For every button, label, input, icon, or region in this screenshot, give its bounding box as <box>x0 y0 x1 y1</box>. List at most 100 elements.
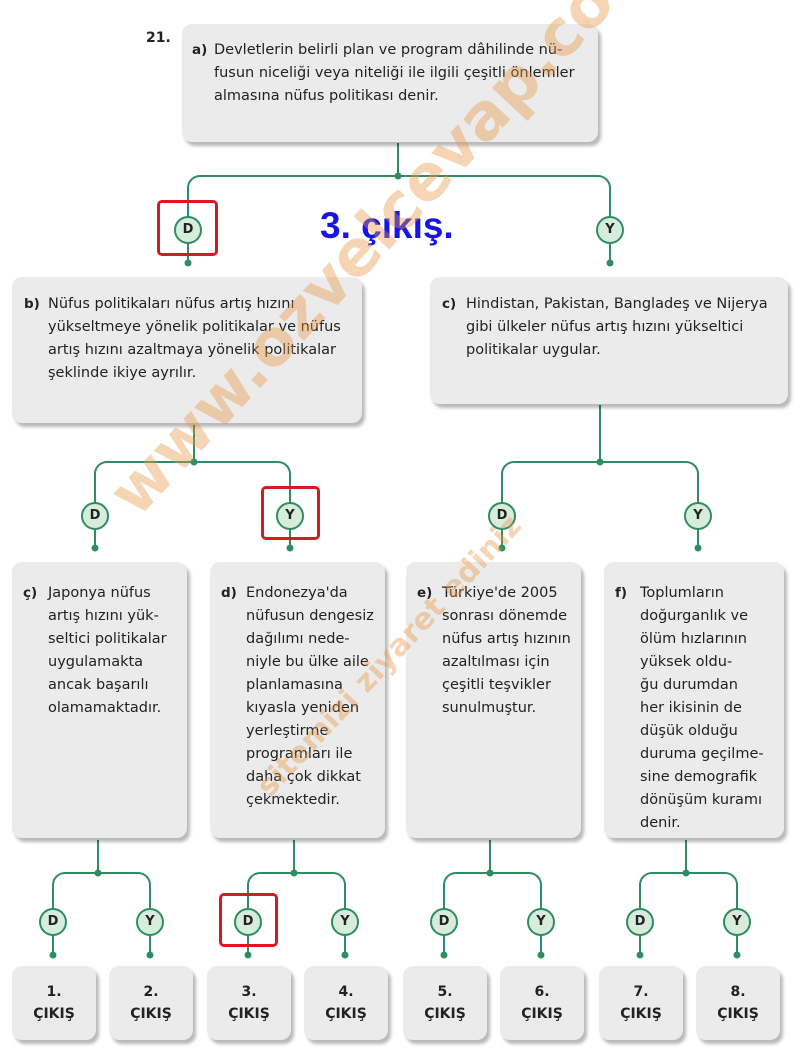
node-e-true: D <box>430 908 458 936</box>
statement-a-text: Devletlerin belirli plan ve program dâhi… <box>214 39 575 108</box>
exit-word: ÇIKIŞ <box>130 1006 172 1022</box>
exit-word: ÇIKIŞ <box>228 1006 270 1022</box>
statement-line: seltici politikalar <box>48 631 167 647</box>
exit-2: 2. ÇIKIŞ <box>109 966 193 1040</box>
node-c-cedilla-true: D <box>39 908 67 936</box>
statement-b-letter: b) <box>24 296 40 312</box>
statement-f-letter: f) <box>615 585 628 601</box>
question-number: 21. <box>146 30 171 46</box>
statement-line: nüfus artış hızının <box>442 631 571 647</box>
exit-word: ÇIKIŞ <box>325 1006 367 1022</box>
statement-line: sonrası dönemde <box>442 608 568 624</box>
statement-c-text: Hindistan, Pakistan, Bangladeş ve Nijery… <box>466 293 768 362</box>
node-e-false: Y <box>527 908 555 936</box>
statement-b-line: Nüfus politikaları nüfus artış hızını <box>48 296 295 312</box>
statement-line: düşük olduğu <box>640 723 738 739</box>
statement-line: dağılımı nede- <box>246 631 350 647</box>
statement-a-line: fusun niceliği veya niteliği ile ilgili … <box>214 65 575 81</box>
node-b-false: Y <box>276 502 304 530</box>
statement-line: niyle bu ülke aile <box>246 654 369 670</box>
statement-line: Endonezya'da <box>246 585 348 601</box>
exit-word: ÇIKIŞ <box>521 1006 563 1022</box>
statement-line: programları ile <box>246 746 353 762</box>
exit-8: 8. ÇIKIŞ <box>696 966 780 1040</box>
result-answer: 3. çıkış. <box>320 205 454 246</box>
exit-word: ÇIKIŞ <box>717 1006 759 1022</box>
statement-line: denir. <box>640 815 681 831</box>
statement-c-line: Hindistan, Pakistan, Bangladeş ve Nijery… <box>466 296 768 312</box>
statement-line: planlamasına <box>246 677 343 693</box>
statement-line: her ikisinin de <box>640 700 742 716</box>
statement-b-line: yükseltmeye yönelik politikalar ve nüfus <box>48 319 341 335</box>
statement-c-box: c) Hindistan, Pakistan, Bangladeş ve Nij… <box>430 277 788 404</box>
statement-line: daha çok dikkat <box>246 769 361 785</box>
exit-word: ÇIKIŞ <box>620 1006 662 1022</box>
statement-d-text: Endonezya'da nüfusun dengesiz dağılımı n… <box>246 582 374 812</box>
statement-line: yerleştirme <box>246 723 329 739</box>
statement-b-text: Nüfus politikaları nüfus artış hızını yü… <box>48 293 341 385</box>
node-d-true: D <box>234 908 262 936</box>
node-b-true: D <box>81 502 109 530</box>
statement-b-box: b) Nüfus politikaları nüfus artış hızını… <box>12 277 362 423</box>
statement-e-text: Türkiye'de 2005 sonrası dönemde nüfus ar… <box>442 582 571 720</box>
statement-line: yüksek oldu- <box>640 654 733 670</box>
node-a-true: D <box>174 216 202 244</box>
statement-line: azaltılması için <box>442 654 550 670</box>
statement-e-box: e) Türkiye'de 2005 sonrası dönemde nüfus… <box>406 562 581 838</box>
exit-4: 4. ÇIKIŞ <box>304 966 388 1040</box>
statement-line: Toplumların <box>640 585 724 601</box>
statement-d-letter: d) <box>221 585 237 601</box>
node-c-true: D <box>488 502 516 530</box>
statement-b-line: şeklinde ikiye ayrılır. <box>48 365 197 381</box>
statement-c-cedilla-box: ç) Japonya nüfus artış hızını yük- selti… <box>12 562 187 838</box>
exit-5: 5. ÇIKIŞ <box>403 966 487 1040</box>
answer-highlight-a <box>157 200 218 256</box>
answer-highlight-b <box>261 486 320 540</box>
statement-f-box: f) Toplumların doğurganlık ve ölüm hızla… <box>604 562 784 838</box>
statement-line: çeşitli teşvikler <box>442 677 551 693</box>
exit-number: 7. <box>633 984 649 1000</box>
node-a-false: Y <box>596 216 624 244</box>
statement-f-text: Toplumların doğurganlık ve ölüm hızların… <box>640 582 764 835</box>
node-f-true: D <box>626 908 654 936</box>
statement-c-cedilla-text: Japonya nüfus artış hızını yük- seltici … <box>48 582 167 720</box>
statement-line: Türkiye'de 2005 <box>442 585 558 601</box>
node-f-false: Y <box>723 908 751 936</box>
statement-c-letter: c) <box>442 296 457 312</box>
statement-line: sunulmuştur. <box>442 700 537 716</box>
exit-word: ÇIKIŞ <box>424 1006 466 1022</box>
exit-number: 5. <box>437 984 453 1000</box>
answer-highlight-d <box>219 893 278 947</box>
statement-line: olamamaktadır. <box>48 700 162 716</box>
statement-line: artış hızını yük- <box>48 608 159 624</box>
statement-line: ancak başarılı <box>48 677 149 693</box>
statement-c-line: politikalar uygular. <box>466 342 601 358</box>
statement-line: kıyasla yeniden <box>246 700 360 716</box>
exit-3: 3. ÇIKIŞ <box>207 966 291 1040</box>
statement-a-letter: a) <box>192 42 208 58</box>
exit-number: 6. <box>534 984 550 1000</box>
statement-c-cedilla-letter: ç) <box>23 585 38 601</box>
exit-number: 4. <box>338 984 354 1000</box>
statement-a-box: a) Devletlerin belirli plan ve program d… <box>182 24 598 142</box>
exit-6: 6. ÇIKIŞ <box>500 966 584 1040</box>
statement-line: uygulamakta <box>48 654 144 670</box>
exit-word: ÇIKIŞ <box>33 1006 75 1022</box>
statement-b-line: artış hızını azaltmaya yönelik politikal… <box>48 342 336 358</box>
node-c-cedilla-false: Y <box>136 908 164 936</box>
statement-e-letter: e) <box>417 585 433 601</box>
exit-number: 2. <box>143 984 159 1000</box>
statement-line: ölüm hızlarının <box>640 631 747 647</box>
statement-a-line: almasına nüfus politikası denir. <box>214 88 439 104</box>
statement-a-line: Devletlerin belirli plan ve program dâhi… <box>214 42 563 58</box>
statement-d-box: d) Endonezya'da nüfusun dengesiz dağılım… <box>210 562 385 838</box>
node-d-false: Y <box>331 908 359 936</box>
exit-number: 1. <box>46 984 62 1000</box>
statement-line: dönüşüm kuramı <box>640 792 763 808</box>
exit-7: 7. ÇIKIŞ <box>599 966 683 1040</box>
statement-line: çekmektedir. <box>246 792 340 808</box>
node-c-false: Y <box>684 502 712 530</box>
statement-c-line: gibi ülkeler nüfus artış hızını yükselti… <box>466 319 744 335</box>
statement-line: nüfusun dengesiz <box>246 608 374 624</box>
